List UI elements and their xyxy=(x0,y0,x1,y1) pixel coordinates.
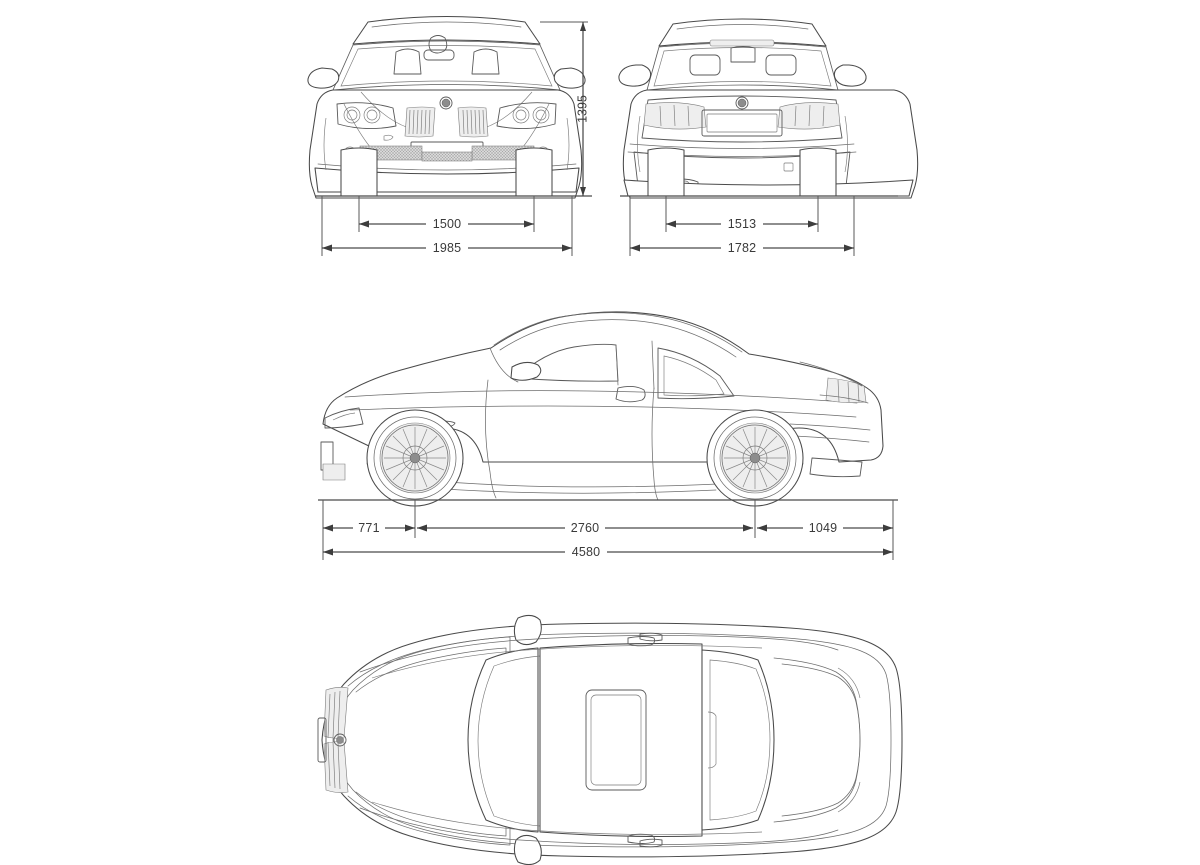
dim-rear-width-body: 1782 xyxy=(728,241,757,255)
dim-wheelbase: 2760 xyxy=(571,521,600,535)
rear-view xyxy=(618,18,919,199)
dim-overall-length: 4580 xyxy=(572,545,601,559)
side-view xyxy=(320,311,884,507)
front-wheel xyxy=(366,409,464,507)
rear-wheel xyxy=(706,409,804,507)
kidney-grille-right xyxy=(457,106,489,138)
side-dimension-set: 771 2760 1049 4580 xyxy=(322,500,894,560)
dim-front-width-mirrors: 1985 xyxy=(433,241,462,255)
lower-grille-center xyxy=(421,151,473,162)
dim-front-track: 1500 xyxy=(433,217,462,231)
top-view xyxy=(317,614,903,865)
dim-front-height: 1395 xyxy=(575,95,589,123)
dim-rear-track: 1513 xyxy=(728,217,757,231)
dim-rear-overhang: 1049 xyxy=(809,521,838,535)
front-view xyxy=(307,16,586,199)
front-dimension-set: 1395 1500 1985 xyxy=(321,21,589,256)
rear-dimension-set: 1513 1782 xyxy=(629,196,855,256)
dim-front-overhang: 771 xyxy=(358,521,379,535)
kidney-grille-left xyxy=(404,106,436,138)
